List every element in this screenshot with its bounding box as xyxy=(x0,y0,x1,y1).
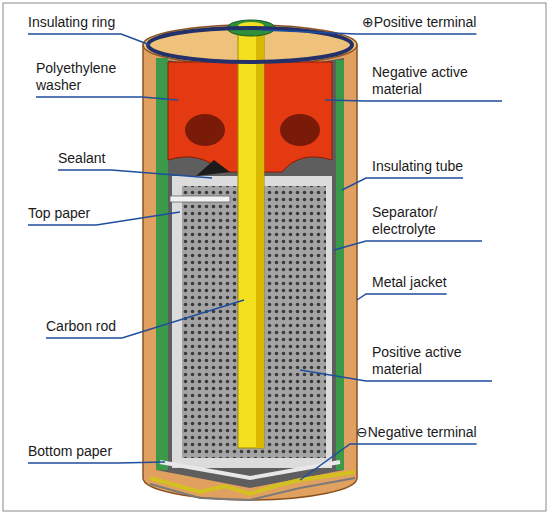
part-label: Top paper xyxy=(28,205,90,222)
leader-line xyxy=(46,300,244,338)
leader-line xyxy=(325,100,502,101)
leader-line xyxy=(28,34,150,45)
part-label: Polyethylene washer xyxy=(36,60,136,94)
part-label: ⊕Positive terminal xyxy=(362,14,476,31)
leader-line xyxy=(357,294,447,300)
leader-line xyxy=(36,97,178,100)
part-label: Sealant xyxy=(58,150,105,167)
carbon-rod xyxy=(238,26,264,448)
top-paper xyxy=(170,196,230,202)
part-label: Insulating ring xyxy=(28,14,115,31)
part-label: ⊖Negative terminal xyxy=(356,424,477,441)
part-label: Positive active material xyxy=(372,344,492,378)
leader-line xyxy=(58,170,212,178)
frame xyxy=(3,3,546,511)
part-label: Carbon rod xyxy=(46,318,116,335)
part-label: Separator/ electrolyte xyxy=(372,204,482,238)
washer-cavity xyxy=(280,114,320,146)
insulating-tube xyxy=(336,60,344,470)
leader-line xyxy=(342,178,463,190)
washer-cavity xyxy=(185,114,225,146)
part-label: Negative active material xyxy=(372,64,502,98)
leader-line xyxy=(262,30,476,34)
part-label: Insulating tube xyxy=(372,158,463,175)
part-label: Metal jacket xyxy=(372,274,447,291)
leader-line xyxy=(28,462,165,463)
part-label: Bottom paper xyxy=(28,443,112,460)
insulating-tube xyxy=(156,58,168,470)
leader-line xyxy=(334,241,482,250)
leader-line xyxy=(300,444,477,480)
sealant xyxy=(196,160,230,176)
carbon-rod-shade xyxy=(256,26,264,448)
negative-plate xyxy=(150,478,355,500)
